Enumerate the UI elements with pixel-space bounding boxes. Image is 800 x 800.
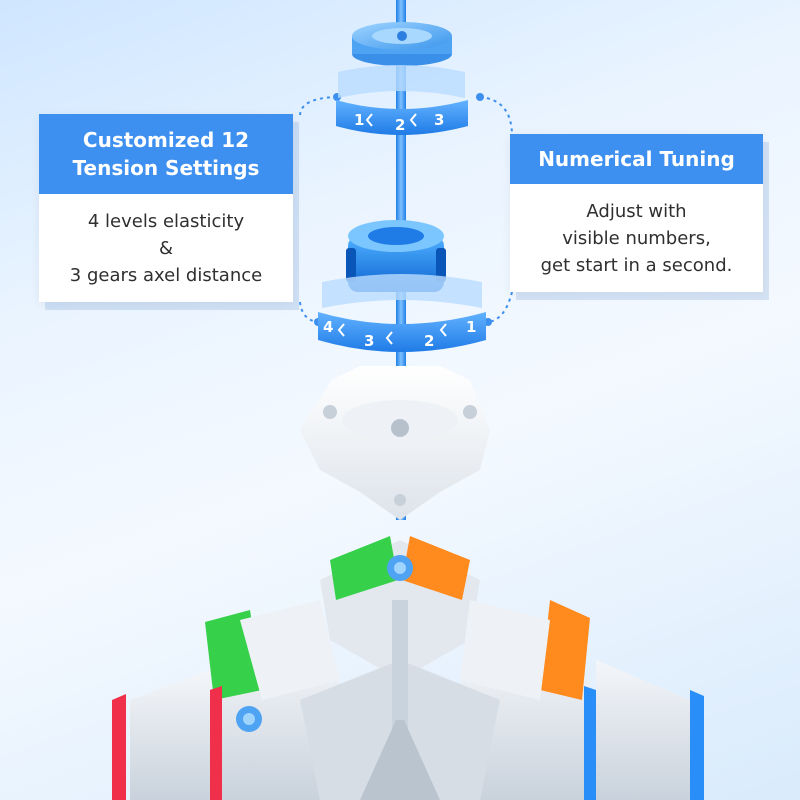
- tension-line2: &: [158, 237, 174, 259]
- numerical-tuning-title: Numerical Tuning: [510, 134, 763, 184]
- white-core-piece: [300, 366, 490, 520]
- tension-line1: 4 levels elasticity: [87, 210, 245, 232]
- lower-ring-number-4: 4: [323, 318, 333, 336]
- upper-tension-ring: 1 2 3: [336, 65, 468, 135]
- tuning-line2: visible numbers,: [562, 227, 711, 249]
- top-cap: [352, 22, 452, 66]
- upper-ring-number-2: 2: [395, 116, 405, 134]
- tension-title-line2: Tension Settings: [72, 156, 260, 180]
- lower-ring-number-1: 1: [466, 318, 476, 336]
- upper-ring-number-3: 3: [434, 111, 444, 129]
- tension-line3: 3 gears axel distance: [69, 264, 263, 286]
- tuning-line1: Adjust with: [586, 200, 687, 222]
- cube-body: [205, 536, 658, 800]
- lower-ring-number-2: 2: [424, 332, 434, 350]
- tension-settings-title: Customized 12 Tension Settings: [39, 114, 293, 194]
- tension-title-line1: Customized 12: [82, 128, 250, 152]
- cube-right-edge: [596, 660, 704, 800]
- tension-settings-card: Customized 12 Tension Settings 4 levels …: [39, 114, 293, 302]
- upper-ring-number-1: 1: [354, 111, 364, 129]
- lower-ring-number-3: 3: [364, 332, 374, 350]
- cube-left-edge: [112, 670, 210, 800]
- tuning-line3: get start in a second.: [540, 254, 733, 276]
- numerical-tuning-body: Adjust with visible numbers, get start i…: [510, 184, 763, 292]
- numerical-tuning-card: Numerical Tuning Adjust with visible num…: [510, 134, 763, 292]
- lower-tension-ring: 4 3 2 1: [318, 274, 486, 352]
- connector-lines: [299, 96, 513, 323]
- tension-settings-body: 4 levels elasticity & 3 gears axel dista…: [39, 194, 293, 302]
